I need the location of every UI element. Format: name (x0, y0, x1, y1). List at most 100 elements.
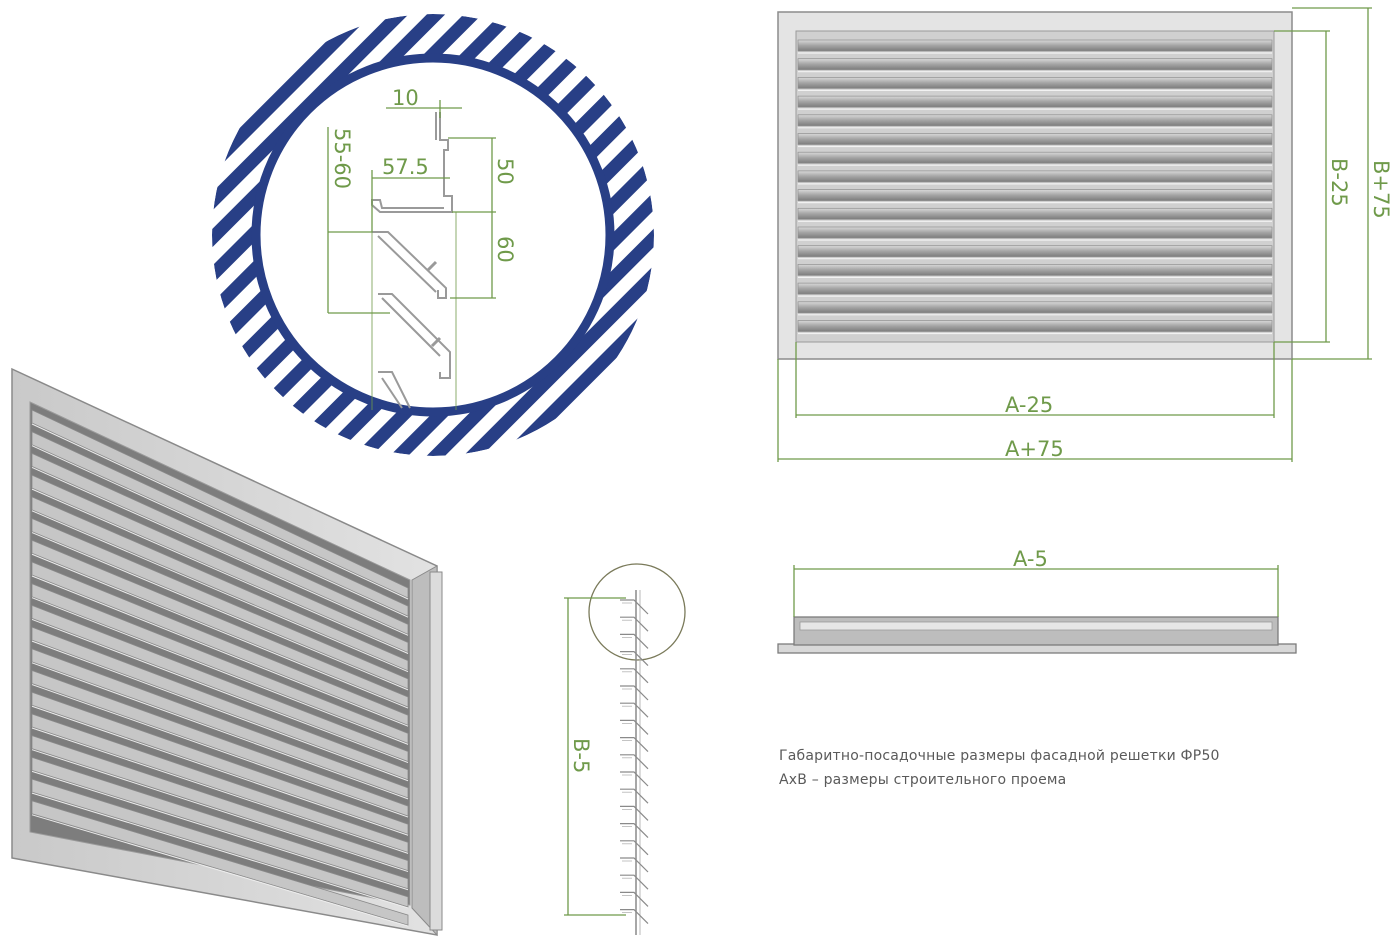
side-slat (620, 737, 649, 753)
front-slat (797, 114, 1273, 127)
detail-dimension-lines (327, 100, 496, 410)
front-slats (797, 39, 1273, 335)
iso-slat-highlight (31, 814, 409, 927)
iso-slat-highlight (31, 510, 409, 673)
front-elevation-view: A-25 A+75 B-25 B+75 (777, 7, 1393, 462)
iso-slat (31, 431, 409, 617)
iso-slat (31, 756, 409, 890)
detail-ring-border (251, 53, 615, 417)
top-view: A-5 (777, 547, 1297, 654)
side-slat (620, 616, 649, 632)
detail-inner-area (256, 58, 610, 412)
front-slat (797, 151, 1273, 164)
iso-slat-highlight (31, 727, 409, 854)
iso-slat (31, 735, 409, 872)
top-view-body (793, 616, 1279, 646)
front-dim-a-75: A+75 (1005, 437, 1064, 461)
side-slat (620, 633, 649, 649)
iso-slat-highlight (31, 423, 409, 600)
front-slat (797, 207, 1273, 220)
iso-slat (31, 583, 409, 744)
iso-slat-highlight (31, 749, 409, 873)
iso-slat-highlight (31, 445, 409, 618)
front-dim-a-25: A-25 (1005, 393, 1053, 417)
iso-slat-highlight (31, 553, 409, 709)
iso-slat-highlight (31, 662, 409, 800)
side-slat (620, 823, 649, 839)
front-slat (797, 189, 1273, 201)
top-dim-a-5: A-5 (1013, 547, 1048, 571)
side-slat (620, 909, 649, 925)
iso-slat (31, 409, 409, 599)
front-slat (797, 95, 1273, 108)
side-slat (620, 874, 649, 890)
front-slat (797, 58, 1273, 71)
front-slat (797, 170, 1273, 183)
top-dimension-lines (793, 565, 1279, 617)
side-slat (620, 685, 649, 701)
iso-slat-highlight (31, 684, 409, 818)
caption-note: АхВ – размеры строительного проема (779, 772, 1067, 788)
front-slat (797, 282, 1273, 295)
iso-slat-highlight (31, 705, 409, 836)
iso-slat (31, 648, 409, 799)
side-slat (620, 702, 649, 718)
detail-dim-60: 60 (493, 236, 517, 263)
iso-slat-highlight (31, 575, 409, 727)
iso-slat-highlight (31, 532, 409, 691)
front-slat (797, 264, 1273, 276)
iso-slat-highlight (31, 640, 409, 782)
iso-slat (31, 452, 409, 635)
side-slat (620, 771, 649, 787)
front-slat (797, 320, 1273, 332)
detail-dim-57-5: 57.5 (382, 155, 429, 179)
side-slat (620, 788, 649, 804)
iso-slat-highlight (31, 770, 409, 891)
iso-slat (31, 691, 409, 835)
iso-slat (31, 474, 409, 654)
side-slat (620, 599, 649, 615)
grille-3d-mounting-flange (429, 571, 443, 931)
detail-dim-50: 50 (493, 158, 517, 185)
iso-slat (31, 669, 409, 817)
detail-callout-circle (588, 563, 686, 661)
front-slat (797, 226, 1273, 239)
side-slats (620, 599, 649, 925)
front-dim-b-75: B+75 (1369, 160, 1393, 219)
grille-3d-view (11, 367, 443, 937)
detail-dim-55-60: 55-60 (330, 128, 354, 189)
side-dim-b-5: B-5 (569, 738, 593, 773)
grille-3d-slats (31, 409, 409, 927)
iso-slat (31, 604, 409, 763)
iso-slat (31, 626, 409, 781)
side-slat (620, 668, 649, 684)
front-slat (797, 245, 1273, 258)
side-slat (620, 840, 649, 856)
side-slat (620, 891, 649, 907)
iso-slat (31, 517, 409, 690)
detail-dim-10: 10 (392, 86, 419, 110)
front-slat (797, 301, 1273, 314)
front-dimension-lines (777, 7, 1372, 462)
front-dim-b-25: B-25 (1327, 158, 1351, 207)
louvre-profile-section (371, 112, 453, 409)
iso-slat (31, 561, 409, 726)
front-slat (797, 39, 1273, 52)
side-slat (620, 719, 649, 735)
iso-slat (31, 713, 409, 853)
iso-slat-highlight (31, 597, 409, 745)
iso-slat-highlight (31, 618, 409, 764)
iso-slat (31, 778, 409, 908)
front-slat (797, 77, 1273, 89)
iso-slat-highlight (31, 466, 409, 636)
side-slat (620, 754, 649, 770)
side-slat (620, 651, 649, 667)
iso-slat (31, 496, 409, 672)
side-slat (620, 857, 649, 873)
side-section-view: B-5 (564, 563, 686, 935)
iso-slat-highlight (31, 488, 409, 654)
front-slat (797, 133, 1273, 145)
caption-title: Габаритно-посадочные размеры фасадной ре… (779, 748, 1220, 764)
iso-slat (31, 800, 409, 926)
